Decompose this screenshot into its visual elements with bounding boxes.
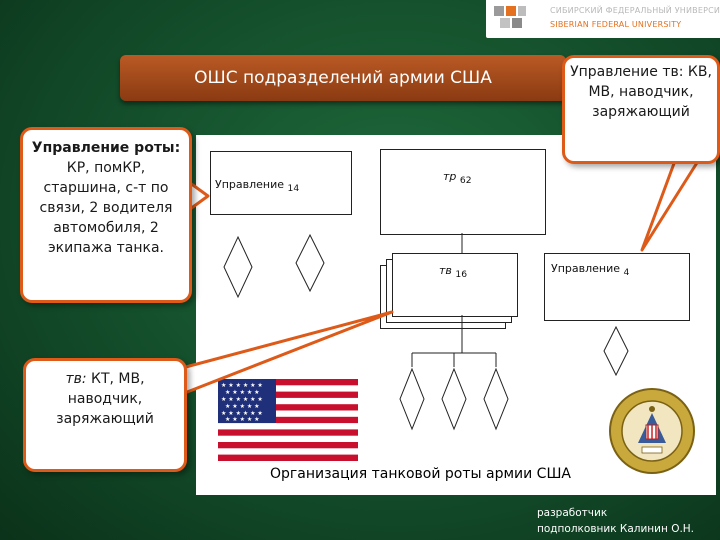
callout-company-hq: Управление роты: КР, помКР, старшина, с-… [20, 127, 192, 303]
tank-diamond-tv-2 [441, 367, 467, 431]
us-flag-icon: ★ ★ ★ ★ ★ ★ ★ ★ ★ ★ ★ ★ ★ ★ ★ ★ ★ ★ ★ ★ … [218, 379, 358, 461]
box-hq-4-sub: 4 [623, 267, 630, 279]
callout-company-hq-text: КР, помКР, старшина, с-т по связи, 2 вод… [39, 160, 173, 256]
page-title: ОШС подразделений армии США [120, 55, 566, 101]
box-hq-4: Управление 4 [544, 253, 690, 321]
svg-text:★ ★ ★ ★ ★: ★ ★ ★ ★ ★ [225, 389, 260, 396]
pointer-tank [180, 310, 394, 396]
box-hq-14-sub: 14 [287, 183, 300, 195]
svg-text:★ ★ ★ ★ ★ ★: ★ ★ ★ ★ ★ ★ [221, 382, 263, 389]
tank-diamond-tv-3 [483, 367, 509, 431]
box-hq-14: Управление 14 [210, 151, 352, 215]
university-logo: СИБИРСКИЙ ФЕДЕРАЛЬНЫЙ УНИВЕРСИТЕТ SIBERI… [486, 0, 720, 38]
diagram-lines [223, 233, 629, 431]
callout-platoon-hq-title: Управление тв: [570, 64, 684, 80]
callout-company-hq-title: Управление роты: [31, 140, 181, 156]
callout-platoon-hq-text: КВ, МВ, наводчик, заряжающий [588, 64, 712, 120]
author-credit-name: подполковник Калинин О.Н. [537, 523, 695, 535]
box-tp-62: тр 62 [380, 149, 546, 235]
callout-tank: тв: КТ, МВ, наводчик, заряжающий [23, 358, 187, 472]
tank-diamond-hq14-2 [295, 233, 325, 293]
tank-diamond-hq14-1 [223, 235, 253, 299]
diagram-panel: Управление 14 тр 62 тв 16 Управление 4 [196, 135, 716, 495]
callout-platoon-hq: Управление тв: КВ, МВ, наводчик, заряжаю… [562, 55, 720, 164]
box-tv-16-sub: 16 [455, 269, 468, 281]
box-tp-62-sub: 62 [459, 175, 472, 187]
box-tv-16: тв 16 [392, 253, 518, 317]
callout-tank-title: тв: [65, 371, 87, 387]
box-hq-4-label: Управление [551, 262, 621, 275]
svg-text:★ ★ ★ ★ ★: ★ ★ ★ ★ ★ [225, 403, 260, 410]
tank-diamond-hq4 [603, 325, 629, 377]
box-tv-16-label: тв [439, 264, 452, 277]
university-logo-icon [494, 6, 526, 28]
army-seal-icon [609, 388, 695, 474]
svg-text:★ ★ ★ ★ ★: ★ ★ ★ ★ ★ [225, 416, 260, 423]
author-credit: разработчик подполковник Калинин О.Н. [537, 505, 694, 537]
callout-tank-text: КТ, МВ, наводчик, заряжающий [56, 371, 154, 427]
author-credit-role: разработчик [537, 507, 608, 519]
diagram-caption: Организация танковой роты армии США [270, 466, 571, 482]
logo-name-en: SIBERIAN FEDERAL UNIVERSITY [550, 20, 682, 29]
tank-diamond-tv-1 [399, 367, 425, 431]
logo-name-ru: СИБИРСКИЙ ФЕДЕРАЛЬНЫЙ УНИВЕРСИТЕТ [550, 6, 720, 15]
svg-text:★ ★ ★ ★ ★ ★: ★ ★ ★ ★ ★ ★ [221, 396, 263, 403]
box-hq-14-label: Управление [215, 178, 285, 191]
svg-text:★ ★ ★ ★ ★ ★: ★ ★ ★ ★ ★ ★ [221, 410, 263, 417]
pointer-platoon-hq [640, 156, 702, 252]
box-tp-62-label: тр [443, 170, 457, 183]
